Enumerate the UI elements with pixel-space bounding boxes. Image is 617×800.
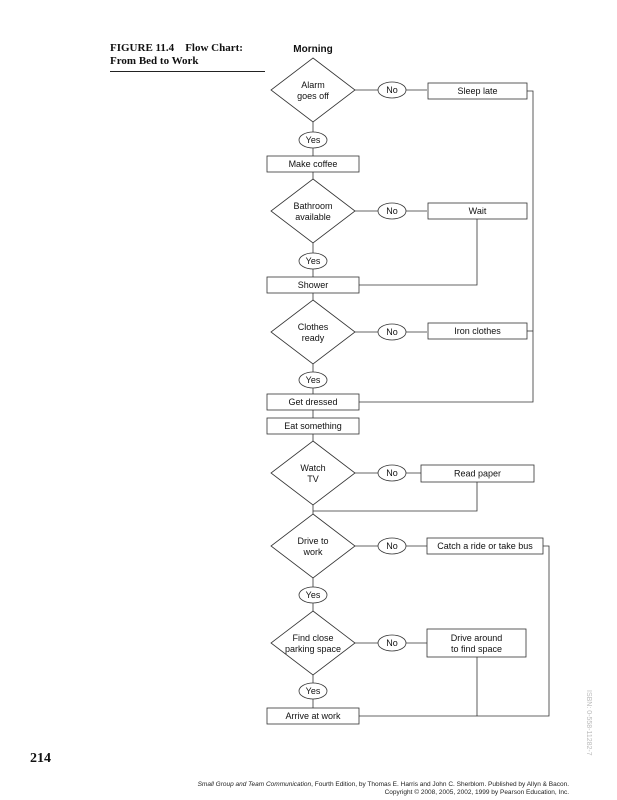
step-label-dressed: Get dressed <box>288 397 337 407</box>
no-oval <box>377 81 407 99</box>
step-box-coffee <box>266 155 360 173</box>
decision-label-drive: Drive to <box>297 536 328 546</box>
yes-oval <box>298 586 328 604</box>
yes-oval <box>298 371 328 389</box>
step-box-eat <box>266 417 360 435</box>
no-oval <box>377 202 407 220</box>
yes-label: Yes <box>306 375 321 385</box>
figure-title-1: Flow Chart: <box>185 42 243 54</box>
step-label-arrive: Arrive at work <box>285 711 341 721</box>
decision-diamond-parking <box>270 610 356 676</box>
alternative-box-iron <box>427 322 528 340</box>
no-label: No <box>386 206 398 216</box>
decision-diamond-clothes <box>270 299 356 365</box>
connector-line <box>313 482 478 512</box>
caption-rule <box>110 71 265 72</box>
yes-oval <box>298 131 328 149</box>
step-box-shower <box>266 276 360 294</box>
decision-label-bathroom: Bathroom <box>293 201 332 211</box>
figure-label: FIGURE 11.4 <box>110 42 175 54</box>
alternative-label-around: Drive around <box>451 633 503 643</box>
footer-copyright: Copyright © 2008, 2005, 2002, 1999 by Pe… <box>384 789 569 796</box>
figure-caption: FIGURE 11.4 Flow Chart: From Bed to Work <box>110 42 243 68</box>
decision-label-clothes: Clothes <box>298 322 329 332</box>
decision-label-parking: Find close <box>292 633 333 643</box>
decision-label-alarm: Alarm <box>301 80 325 90</box>
isbn-watermark: ISBN: 0-558-11282-7 <box>585 690 592 756</box>
decision-label-clothes: ready <box>302 333 325 343</box>
decision-label-tv: Watch <box>300 463 325 473</box>
alternative-box-wait <box>427 202 528 220</box>
step-label-eat: Eat something <box>284 421 342 431</box>
decision-label-parking: parking space <box>285 644 341 654</box>
decision-diamond-bathroom <box>270 178 356 244</box>
alternative-label-paper: Read paper <box>454 469 501 479</box>
yes-label: Yes <box>306 135 321 145</box>
alternative-label-ride: Catch a ride or take bus <box>437 541 533 551</box>
yes-oval <box>298 252 328 270</box>
no-label: No <box>386 638 398 648</box>
no-label: No <box>386 541 398 551</box>
alternative-box-paper <box>420 464 535 483</box>
connector-line <box>359 219 478 286</box>
alternative-box-ride <box>426 537 544 555</box>
alternative-label-sleep: Sleep late <box>457 86 497 96</box>
no-oval <box>377 537 407 555</box>
decision-label-tv: TV <box>307 474 319 484</box>
page-number: 214 <box>30 751 51 766</box>
step-box-arrive <box>266 707 360 725</box>
decision-label-alarm: goes off <box>297 91 329 101</box>
no-label: No <box>386 85 398 95</box>
decision-label-bathroom: available <box>295 212 331 222</box>
step-label-coffee: Make coffee <box>289 159 338 169</box>
connector-line <box>359 90 534 403</box>
alternative-label-around: to find space <box>451 644 502 654</box>
no-label: No <box>386 468 398 478</box>
decision-diamond-drive <box>270 513 356 579</box>
decision-label-drive: work <box>302 547 323 557</box>
no-oval <box>377 323 407 341</box>
yes-oval <box>298 682 328 700</box>
figure-title-2: From Bed to Work <box>110 55 199 67</box>
yes-label: Yes <box>306 256 321 266</box>
connector-line <box>359 545 550 717</box>
alternative-label-wait: Wait <box>469 206 487 216</box>
no-oval <box>377 634 407 652</box>
footer-book-title: Small Group and Team Communication <box>197 781 312 788</box>
alternative-label-iron: Iron clothes <box>454 326 501 336</box>
step-label-shower: Shower <box>298 280 329 290</box>
yes-label: Yes <box>306 686 321 696</box>
no-oval <box>377 464 407 482</box>
footer: Small Group and Team Communication, Four… <box>198 781 569 797</box>
yes-label: Yes <box>306 590 321 600</box>
decision-diamond-alarm <box>270 57 356 123</box>
chart-heading: Morning <box>293 44 332 55</box>
no-label: No <box>386 327 398 337</box>
step-box-dressed <box>266 393 360 411</box>
alternative-box-sleep <box>427 82 528 100</box>
footer-credits: , Fourth Edition, by Thomas E. Harris an… <box>311 781 569 788</box>
alternative-box-around <box>426 628 527 658</box>
decision-diamond-tv <box>270 440 356 506</box>
